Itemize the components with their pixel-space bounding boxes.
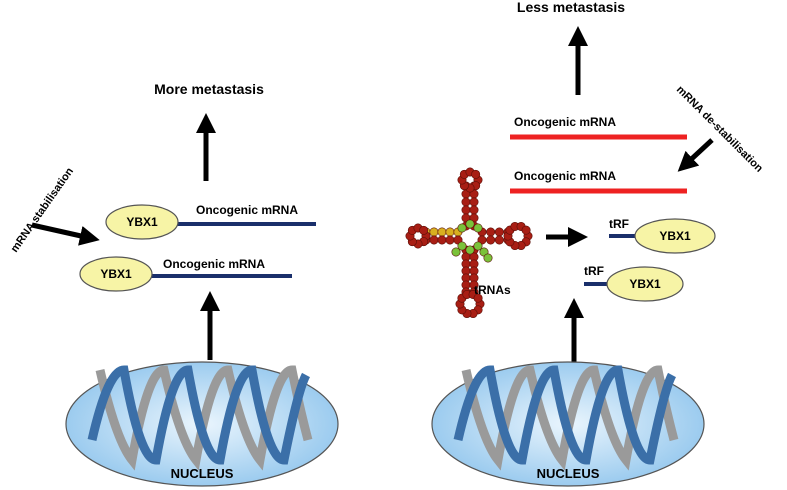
left-process-arrow bbox=[31, 222, 100, 246]
trna-label: tRNAs bbox=[474, 283, 511, 297]
left-mrna-label-1: Oncogenic mRNA bbox=[196, 203, 298, 217]
left-ybx1-label-2: YBX1 bbox=[100, 267, 132, 281]
left-ybx1-oval-1 bbox=[105, 204, 179, 240]
left-mrna-label-2: Oncogenic mRNA bbox=[163, 257, 265, 271]
left-dna-helix-icon bbox=[87, 365, 313, 471]
right-nucleus: NUCLEUS bbox=[431, 361, 705, 487]
right-ybx1-oval-1 bbox=[634, 218, 716, 254]
right-mrna-label-1: Oncogenic mRNA bbox=[514, 115, 616, 129]
left-nucleus: NUCLEUS bbox=[65, 361, 339, 487]
right-process-arrow bbox=[677, 138, 714, 172]
trf-label-1: tRF bbox=[609, 217, 629, 231]
left-outcome-label: More metastasis bbox=[154, 81, 264, 97]
right-ybx1-label-1: YBX1 bbox=[659, 229, 691, 243]
right-nucleus-label: NUCLEUS bbox=[537, 466, 600, 481]
left-ybx1-oval-2 bbox=[79, 256, 153, 292]
right-outcome-label: Less metastasis bbox=[517, 0, 625, 15]
left-nucleus-label: NUCLEUS bbox=[171, 466, 234, 481]
trf-label-2: tRF bbox=[584, 264, 604, 278]
right-ybx1-oval-2 bbox=[606, 266, 684, 302]
right-dna-helix-icon bbox=[453, 365, 679, 471]
right-mrna-label-2: Oncogenic mRNA bbox=[514, 169, 616, 183]
left-ybx1-label-1: YBX1 bbox=[126, 215, 158, 229]
right-ybx1-label-2: YBX1 bbox=[629, 277, 661, 291]
trna-cloverleaf-icon bbox=[405, 167, 533, 319]
left-process-label: mRNA stabilisation bbox=[9, 165, 77, 254]
